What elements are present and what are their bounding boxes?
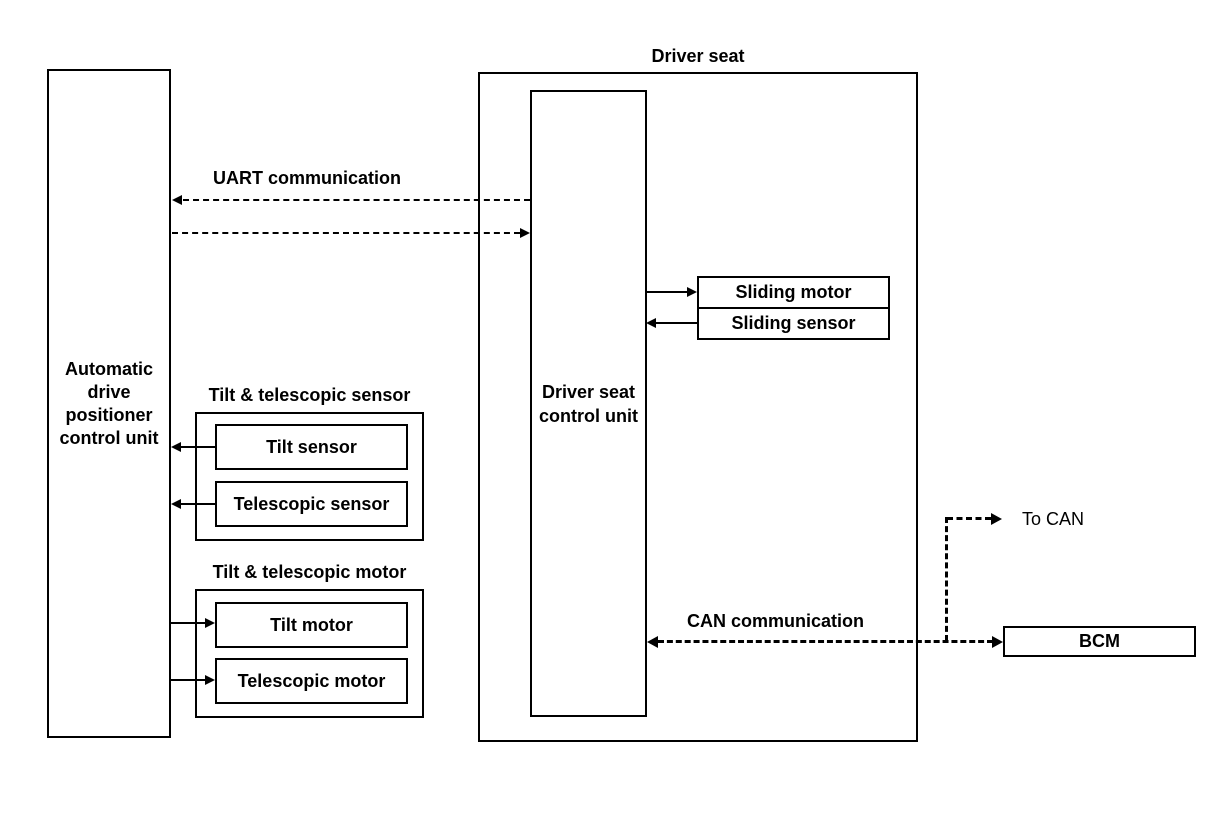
sliding-sensor-arrowhead-icon [646, 318, 656, 328]
sliding-sensor-label: Sliding sensor [731, 313, 856, 333]
can-left-arrowhead-icon [647, 636, 658, 648]
uart-right-arrowhead-icon [520, 228, 530, 238]
bcm-label: BCM [1079, 631, 1120, 651]
uart-left-arrowhead-icon [172, 195, 182, 205]
can-communication-label: CAN communication [687, 611, 865, 631]
telescopic-sensor-box: Telescopic sensor [215, 481, 408, 527]
telescopic-sensor-arrowhead-icon [171, 499, 181, 509]
can-right-arrowhead-icon [992, 636, 1003, 648]
can-line [658, 640, 993, 643]
tilt-telescopic-sensor-group-label: Tilt & telescopic sensor [208, 385, 411, 405]
sliding-motor-label: Sliding motor [735, 282, 852, 302]
tilt-telescopic-sensor-group-box [195, 412, 424, 541]
sliding-sensor-line [656, 322, 697, 324]
to-can-line [947, 517, 991, 520]
tilt-sensor-box: Tilt sensor [215, 424, 408, 470]
sliding-motor-line [647, 291, 689, 293]
tilt-motor-arrowhead-icon [205, 618, 215, 628]
tilt-sensor-line [181, 446, 215, 448]
uart-communication-label: UART communication [213, 168, 402, 188]
uart-line-to-adp [183, 199, 530, 201]
telescopic-motor-label: Telescopic motor [237, 670, 386, 691]
telescopic-sensor-label: Telescopic sensor [233, 493, 390, 514]
adp-control-unit-box: Automatic drive positioner control unit [47, 69, 171, 738]
telescopic-motor-line [171, 679, 206, 681]
to-can-arrowhead-icon [991, 513, 1002, 525]
driver-seat-box [478, 72, 918, 742]
tilt-motor-line [171, 622, 206, 624]
sliding-motor-arrowhead-icon [687, 287, 697, 297]
uart-line-to-dscu [172, 232, 520, 234]
tilt-sensor-arrowhead-icon [171, 442, 181, 452]
telescopic-motor-box: Telescopic motor [215, 658, 408, 704]
tilt-telescopic-motor-group-box [195, 589, 424, 718]
tilt-sensor-label: Tilt sensor [266, 436, 357, 457]
sliding-motor-box: Sliding motor [697, 276, 890, 309]
bcm-box: BCM [1003, 626, 1196, 657]
tilt-motor-box: Tilt motor [215, 602, 408, 648]
tilt-telescopic-motor-group-label: Tilt & telescopic motor [212, 562, 407, 582]
adp-control-unit-label: Automatic drive positioner control unit [59, 358, 159, 448]
driver-seat-control-unit-label: Driver seat control unit [539, 381, 638, 426]
driver-seat-control-unit-box: Driver seat control unit [530, 90, 647, 717]
telescopic-motor-arrowhead-icon [205, 675, 215, 685]
driver-seat-title: Driver seat [651, 46, 745, 66]
sliding-sensor-box: Sliding sensor [697, 307, 890, 340]
to-can-label: To CAN [1022, 509, 1085, 529]
to-can-vertical-line [945, 517, 948, 641]
telescopic-sensor-line [181, 503, 215, 505]
tilt-motor-label: Tilt motor [270, 614, 353, 635]
